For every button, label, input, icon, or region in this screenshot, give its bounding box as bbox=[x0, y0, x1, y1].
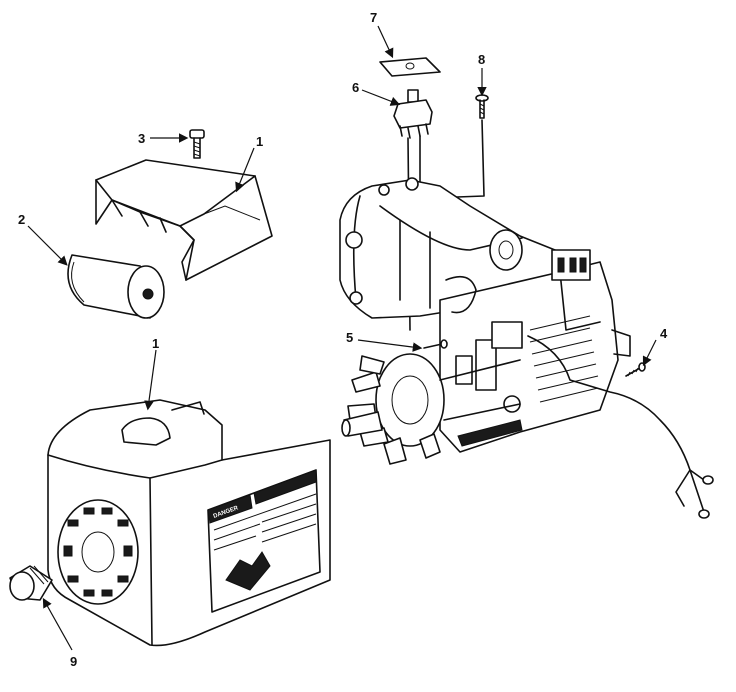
leader-6 bbox=[361, 89, 401, 106]
callout-2: 2 bbox=[18, 212, 25, 227]
leader-7 bbox=[377, 25, 394, 59]
screw-4 bbox=[625, 362, 646, 377]
leader-1-top bbox=[235, 147, 255, 193]
screw-5 bbox=[423, 339, 448, 349]
screw-3 bbox=[189, 129, 205, 159]
cord-lead-a bbox=[675, 469, 691, 507]
cord-terminal bbox=[702, 475, 714, 485]
callout-9: 9 bbox=[70, 654, 77, 669]
ring-terminal bbox=[698, 509, 710, 519]
motor-assembly bbox=[339, 177, 631, 465]
knob bbox=[9, 565, 53, 601]
upper-motor-cover bbox=[95, 159, 273, 281]
motor-housing-cover: DANGER bbox=[47, 399, 331, 647]
leader-4 bbox=[642, 339, 657, 367]
mounting-plate bbox=[379, 57, 441, 77]
callout-1-bottom: 1 bbox=[152, 336, 159, 351]
leader-9 bbox=[42, 597, 73, 651]
callout-5: 5 bbox=[346, 330, 353, 345]
callout-8: 8 bbox=[478, 52, 485, 67]
cord-lead-b bbox=[689, 469, 705, 513]
capacitor bbox=[67, 254, 165, 319]
callout-1-top: 1 bbox=[256, 134, 263, 149]
callout-7: 7 bbox=[370, 10, 377, 25]
leader-1-bottom bbox=[144, 349, 157, 411]
power-cord bbox=[527, 335, 705, 481]
callout-4: 4 bbox=[660, 326, 668, 341]
leader-2 bbox=[27, 225, 68, 266]
screw-8 bbox=[475, 94, 489, 119]
callout-6: 6 bbox=[352, 80, 359, 95]
leader-5 bbox=[357, 339, 423, 352]
callout-3: 3 bbox=[138, 131, 145, 146]
switch bbox=[393, 89, 433, 139]
